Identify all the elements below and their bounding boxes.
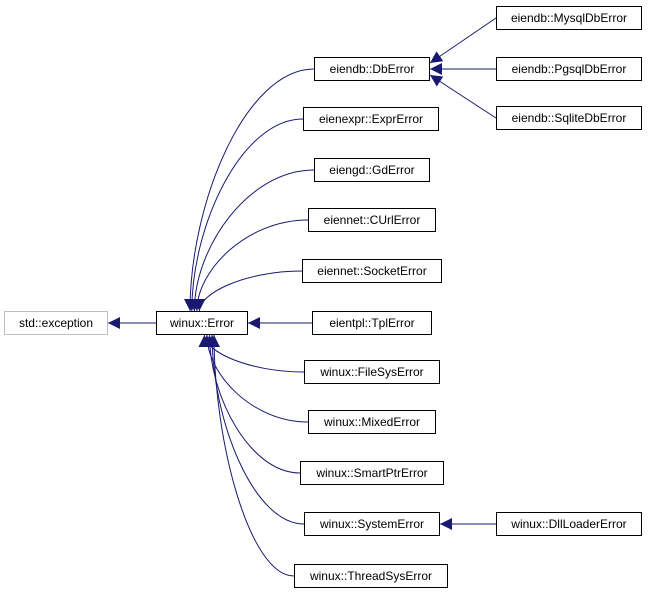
node-winux-mixederror[interactable]: winux::MixedError — [308, 410, 436, 434]
edge-eiennet_socketerror-to-winux_error — [193, 270, 303, 312]
node-std-exception: std::exception — [4, 311, 108, 335]
node-eienexpr-exprerror[interactable]: eienexpr::ExprError — [303, 107, 439, 131]
node-winux-systemerror[interactable]: winux::SystemError — [304, 512, 440, 536]
node-winux-error[interactable]: winux::Error — [156, 311, 248, 335]
edge-eiendb_dberror-to-winux_error — [184, 68, 315, 312]
node-eiendb-sqlitedberror[interactable]: eiendb::SqliteDbError — [496, 106, 642, 130]
node-eiennet-curlerror[interactable]: eiennet::CUrlError — [308, 208, 436, 232]
node-eiengd-gderror[interactable]: eiengd::GdError — [314, 158, 430, 182]
node-winux-filesyserror[interactable]: winux::FileSysError — [304, 360, 440, 384]
node-eiennet-socketerror[interactable]: eiennet::SocketError — [302, 259, 442, 283]
edge-eiennet_curlerror-to-winux_error — [190, 219, 309, 312]
edge-winux_systemerror-to-winux_error — [206, 334, 305, 525]
node-winux-threadsyserror[interactable]: winux::ThreadSysError — [294, 564, 448, 588]
edge-eienexpr_exprerror-to-winux_error — [185, 118, 304, 312]
edge-eiengd_gderror-to-winux_error — [188, 169, 315, 312]
edge-winux_filesyserror-to-winux_error — [198, 334, 305, 373]
edge-winux_threadsyserror-to-winux_error — [208, 334, 295, 577]
node-eiendb-pgsqldberror[interactable]: eiendb::PgsqlDbError — [496, 57, 642, 81]
node-winux-dllloadererror[interactable]: winux::DllLoaderError — [496, 512, 642, 536]
node-eientpl-tplerror[interactable]: eientpl::TplError — [312, 311, 432, 335]
edge-eiendb_sqlitedberror-to-eiendb_dberror — [429, 74, 497, 119]
node-winux-smartptrerror[interactable]: winux::SmartPtrError — [300, 461, 444, 485]
node-eiendb-dberror[interactable]: eiendb::DbError — [314, 57, 430, 81]
edge-eiendb_mysqldberror-to-eiendb_dberror — [429, 17, 497, 64]
edge-winux_smartptrerror-to-winux_error — [203, 334, 301, 474]
node-eiendb-mysqldberror[interactable]: eiendb::MysqlDbError — [496, 6, 642, 30]
edge-winux_mixederror-to-winux_error — [200, 334, 309, 423]
